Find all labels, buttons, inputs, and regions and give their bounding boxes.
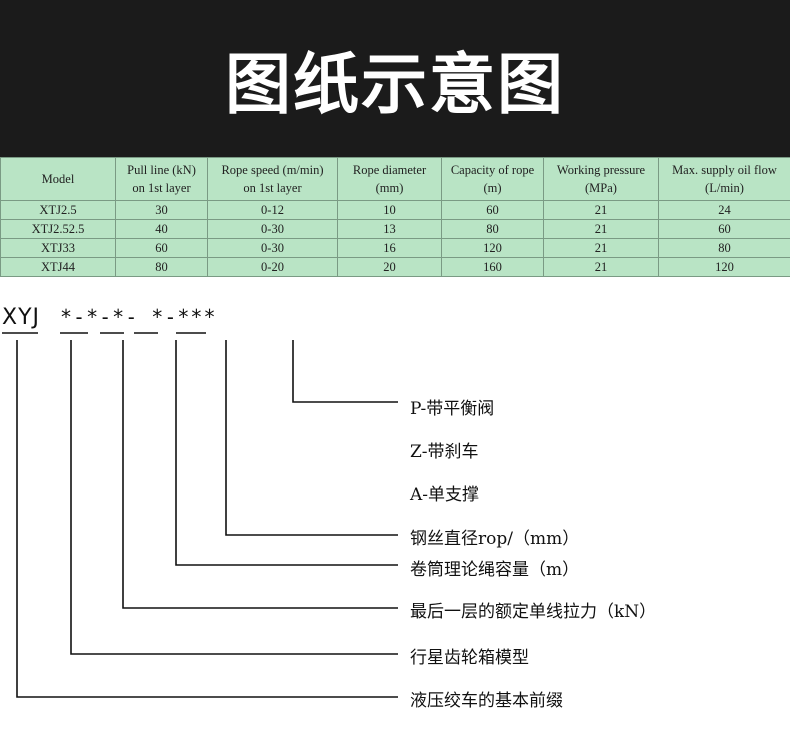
table-cell: 80	[441, 219, 544, 239]
banner-title: 图纸示意图	[225, 45, 565, 123]
table-cell: 0-30	[207, 219, 338, 239]
header-oil-flow: Max. supply oil flow(L/min)	[658, 157, 790, 201]
table-cell: 21	[543, 219, 659, 239]
header-rope-speed: Rope speed (m/min)on 1st layer	[207, 157, 338, 201]
header-pull-line: Pull line (kN)on 1st layer	[115, 157, 208, 201]
header-rope-diameter: Rope diameter(mm)	[337, 157, 442, 201]
label-p-option: P-带平衡阀	[410, 399, 495, 419]
connector-drum-capacity	[175, 340, 398, 566]
connector-gearbox-model	[70, 340, 398, 655]
table-cell: 0-30	[207, 238, 338, 258]
table-cell: XTJ33	[0, 238, 116, 258]
table-cell: XTJ2.52.5	[0, 219, 116, 239]
table-cell: 10	[337, 200, 442, 220]
connector-basic-prefix	[16, 340, 398, 698]
connector-rope-diameter	[225, 340, 398, 536]
table-cell: XTJ2.5	[0, 200, 116, 220]
label-last-layer-pull: 最后一层的额定单线拉力（kN）	[410, 602, 657, 622]
label-z-option: Z-带刹车	[410, 442, 479, 462]
header-pressure: Working pressure(MPa)	[543, 157, 659, 201]
label-rope-diameter: 钢丝直径rop/（mm）	[410, 529, 580, 549]
table-header-row: Model Pull line (kN)on 1st layer Rope sp…	[0, 157, 790, 201]
table-row: XTJ44 80 0-20 20 160 21 120	[0, 257, 790, 277]
table-cell: 80	[115, 257, 208, 277]
table-cell: 60	[658, 219, 790, 239]
table-cell: 60	[115, 238, 208, 258]
table-cell: 13	[337, 219, 442, 239]
table-cell: 0-20	[207, 257, 338, 277]
header-model: Model	[0, 157, 116, 201]
table-cell: 16	[337, 238, 442, 258]
table-row: XTJ2.5 30 0-12 10 60 21 24	[0, 200, 790, 220]
label-gearbox-model: 行星齿轮箱模型	[410, 648, 529, 668]
table-cell: 40	[115, 219, 208, 239]
table-cell: 21	[543, 238, 659, 258]
table-row: XTJ2.52.5 40 0-30 13 80 21 60	[0, 219, 790, 239]
table-cell: 30	[115, 200, 208, 220]
table-cell: XTJ44	[0, 257, 116, 277]
label-a-option: A-单支撑	[410, 485, 480, 505]
header-capacity: Capacity of rope(m)	[441, 157, 544, 201]
table-cell: 20	[337, 257, 442, 277]
label-basic-prefix: 液压绞车的基本前缀	[410, 691, 563, 711]
table-cell: 160	[441, 257, 544, 277]
header-banner: 图纸示意图	[0, 0, 790, 157]
table-cell: 120	[441, 238, 544, 258]
table-cell: 21	[543, 257, 659, 277]
table-cell: 0-12	[207, 200, 338, 220]
connector-options	[292, 340, 398, 403]
table-cell: 60	[441, 200, 544, 220]
table-cell: 120	[658, 257, 790, 277]
table-row: XTJ33 60 0-30 16 120 21 80	[0, 238, 790, 258]
table-cell: 80	[658, 238, 790, 258]
connector-last-layer-pull	[122, 340, 398, 609]
code-connector-lines	[2, 332, 398, 698]
label-drum-capacity: 卷筒理论绳容量（m）	[410, 560, 580, 580]
table-cell: 21	[543, 200, 659, 220]
table-cell: 24	[658, 200, 790, 220]
spec-table: Model Pull line (kN)on 1st layer Rope sp…	[0, 157, 790, 277]
code-prefix: XYJ	[2, 305, 40, 330]
code-pattern: *-*-*- *-***	[60, 305, 217, 329]
